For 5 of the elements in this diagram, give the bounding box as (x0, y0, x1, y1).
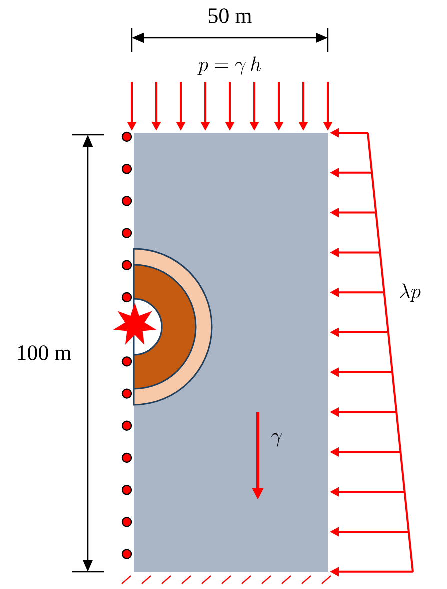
gravity-label: $\gamma$ (272, 433, 282, 447)
dimension-label: 100 m (14, 344, 74, 362)
load-formula: $p = \gamma\, h$ (198, 56, 262, 76)
dimension-label: 50 m (208, 8, 252, 24)
load-formula: $\lambda p$ (400, 284, 421, 302)
